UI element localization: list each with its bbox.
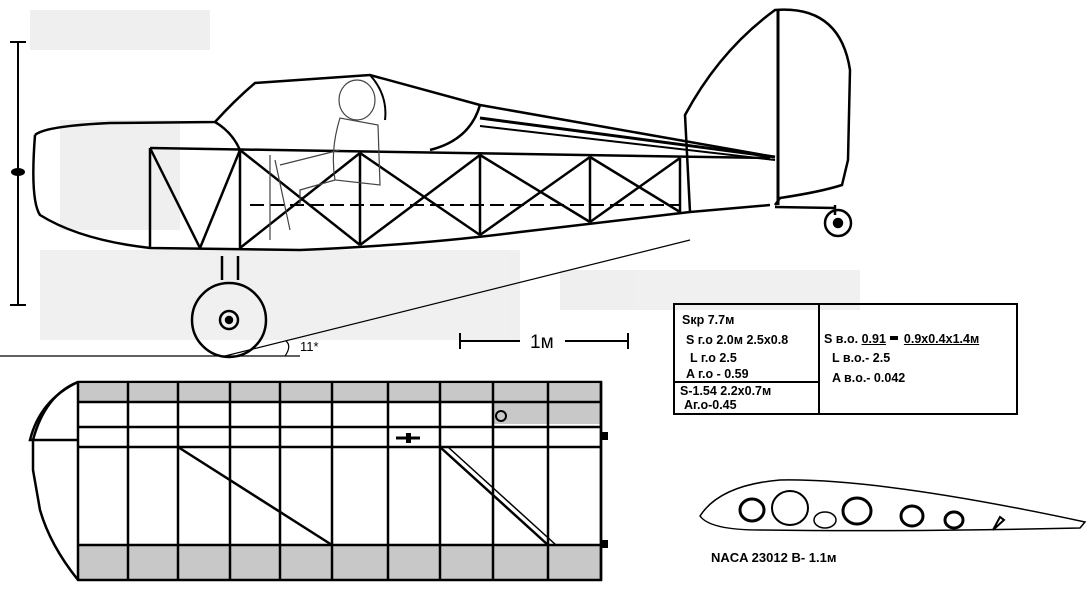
table-separator <box>675 381 818 383</box>
airfoil-section <box>699 479 1087 532</box>
wing-area-text: Sкр 7.7м <box>682 313 735 327</box>
main-landing-gear <box>190 256 268 359</box>
fuselage-side-view <box>32 73 776 252</box>
specs-right-column: S в.о. 0.91 0.9х0.4х1.4м L в.о.- 2.5 A в.… <box>818 305 1016 413</box>
airfoil-label: NACA 23012 B- 1.1м <box>711 550 837 565</box>
vtail-area-dims: 0.9х0.4х1.4м <box>903 332 980 346</box>
htail-area-text: S г.о 2.0м 2.5х0.8 <box>686 333 789 347</box>
tail-wheel <box>774 205 853 238</box>
background-scan <box>30 10 860 340</box>
vtail-area-text: S в.о. 0.91 0.9х0.4х1.4м <box>824 332 979 346</box>
scale-label: 1м <box>530 332 554 353</box>
ground-angle <box>0 239 691 357</box>
wing-plan-view <box>28 380 608 582</box>
vtail-equals-mark <box>889 336 898 341</box>
vtail-area-prefix: S в.о. <box>824 332 862 346</box>
alt-a-text: Aг.о-0.45 <box>684 398 737 412</box>
specs-left-column: Sкр 7.7м S г.о 2.0м 2.5х0.8 L г.о 2.5 A … <box>675 305 820 413</box>
vtail-a-text: A в.о.- 0.042 <box>832 371 906 385</box>
height-marker <box>10 41 26 306</box>
vtail-area-value: 0.91 <box>861 332 886 346</box>
scale-bar <box>459 333 629 349</box>
pilot-figure <box>269 79 381 240</box>
vtail-l-text: L в.о.- 2.5 <box>832 351 891 365</box>
specs-table: Sкр 7.7м S г.о 2.0м 2.5х0.8 L г.о 2.5 A … <box>673 303 1018 415</box>
htail-a-text: A г.о - 0.59 <box>686 367 749 381</box>
htail-l-text: L г.о 2.5 <box>690 351 737 365</box>
vertical-tail <box>683 8 852 213</box>
alt-area-text: S-1.54 2.2х0.7м <box>680 384 772 398</box>
angle-label: 11* <box>300 339 319 354</box>
